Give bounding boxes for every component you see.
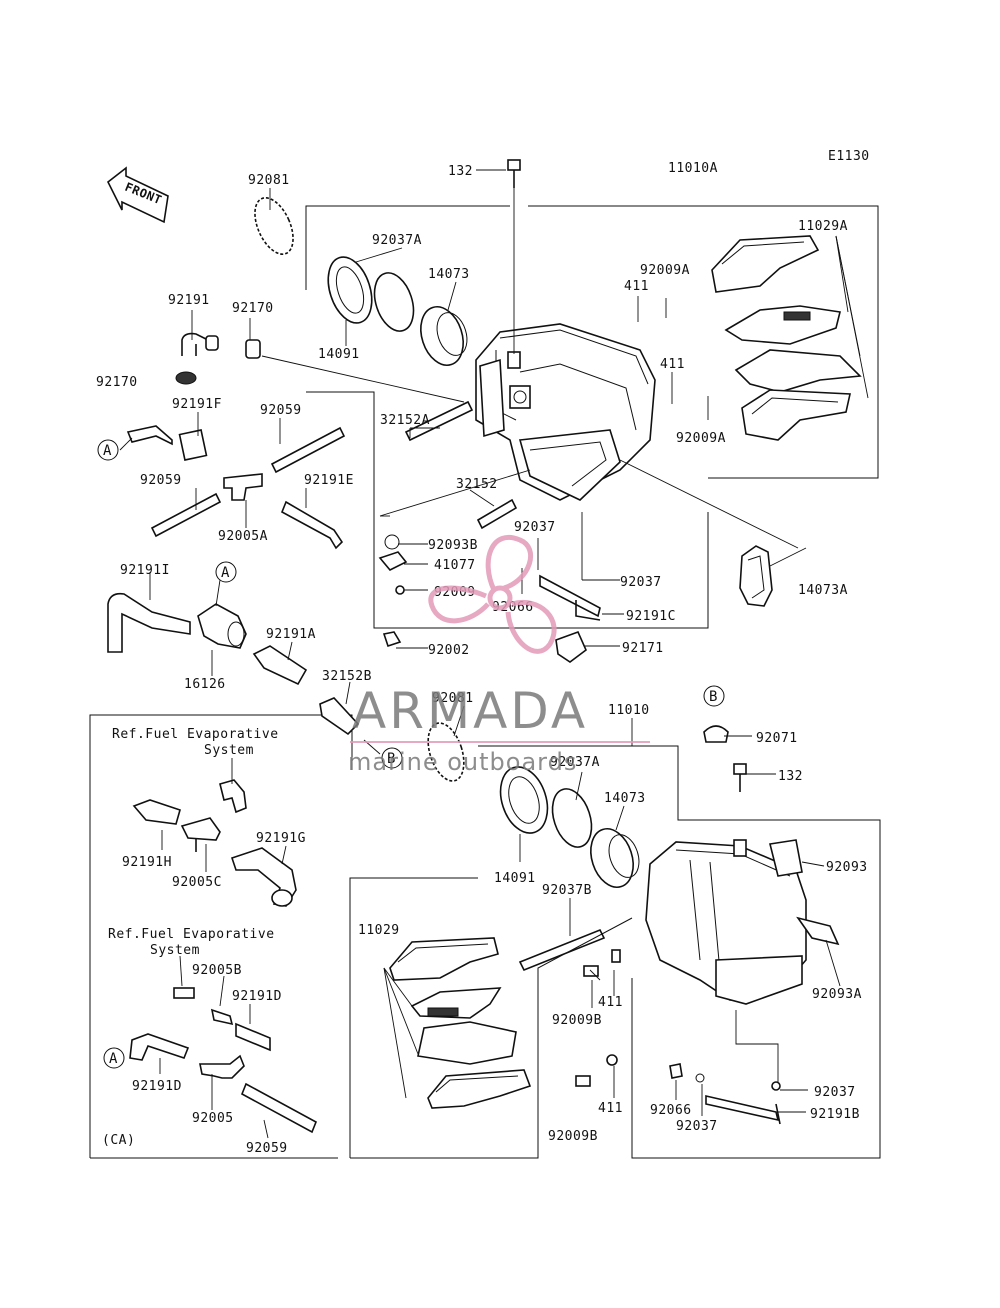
lower-air-box-housing [645, 839, 841, 1086]
note-fuel-evap-1-line1: Ref.Fuel Evaporative [112, 727, 279, 742]
callout-32152: 32152 [456, 477, 498, 492]
ref-marker-a2 [215, 561, 237, 583]
air-filter-stack-lower [383, 937, 532, 1109]
callout-411-2: 411 [660, 357, 685, 372]
callout-92037a-bottom: 92037A [550, 755, 600, 770]
callout-92071: 92071 [756, 731, 798, 746]
callout-92037-3: 92037 [814, 1085, 856, 1100]
callout-92005: 92005 [192, 1111, 234, 1126]
callout-92066-2: 92066 [650, 1103, 692, 1118]
callout-92093: 92093 [826, 860, 868, 875]
callout-labels: 132 11010A 92081 92037A 14073 14091 1102… [96, 161, 868, 1156]
parts-middle-left [107, 534, 601, 736]
callout-11010: 11010 [608, 703, 650, 718]
callout-92191h: 92191H [122, 855, 172, 870]
watermark-tagline: marine outboards [348, 748, 577, 776]
ref-b1: B [387, 751, 395, 767]
propeller-logo-icon [428, 535, 557, 654]
callout-92093a: 92093A [812, 987, 862, 1002]
callout-14091-top: 14091 [318, 347, 360, 362]
callout-411-3: 411 [598, 995, 623, 1010]
callout-92037-1: 92037 [514, 520, 556, 535]
callout-92170-a: 92170 [232, 301, 274, 316]
callout-92037b: 92037B [542, 883, 592, 898]
callout-411-1: 411 [624, 279, 649, 294]
gasket-14073a [739, 545, 807, 607]
notes: Ref.Fuel Evaporative System Ref.Fuel Eva… [108, 727, 279, 958]
callout-92005c: 92005C [172, 875, 222, 890]
callout-11029a: 11029A [798, 219, 848, 234]
callout-92005a: 92005A [218, 529, 268, 544]
callout-14073-top: 14073 [428, 267, 470, 282]
ref-a2: A [221, 565, 230, 581]
note-fuel-evap-1-line2: System [204, 743, 254, 758]
callout-92009a-1: 92009A [640, 263, 690, 278]
callout-132-bottom: 132 [778, 769, 803, 784]
note-fuel-evap-2-line2: System [150, 943, 200, 958]
callout-92037a-top: 92037A [372, 233, 422, 248]
parts-ca-box [129, 779, 318, 1134]
callout-92191g: 92191G [256, 831, 306, 846]
callout-14091-bottom: 14091 [494, 871, 536, 886]
callout-411-4: 411 [598, 1101, 623, 1116]
reference-markers: A A A B B [97, 439, 725, 1069]
air-filter-stack-upper [711, 235, 869, 441]
callout-92191d-1: 92191D [232, 989, 282, 1004]
callout-92009b-1: 92009B [552, 1013, 602, 1028]
callout-132-top: 132 [448, 164, 473, 179]
ref-marker-a3 [103, 1047, 125, 1069]
ref-a1: A [103, 443, 112, 459]
hoses-upper-left [126, 332, 518, 550]
front-arrow-icon: FRONT [106, 166, 169, 224]
callout-92081-bottom: 92081 [432, 691, 474, 706]
callout-16126: 16126 [184, 677, 226, 692]
callout-92191a: 92191A [266, 627, 316, 642]
callout-92059-c: 92059 [246, 1141, 288, 1156]
intake-parts-upper [254, 159, 521, 366]
callout-11029: 11029 [358, 923, 400, 938]
callout-92191: 92191 [168, 293, 210, 308]
callout-92009b-2: 92009B [548, 1129, 598, 1144]
callout-92059-a: 92059 [260, 403, 302, 418]
callout-92191d-2: 92191D [132, 1079, 182, 1094]
leader-lines [119, 169, 808, 1139]
callout-92009a-2: 92009A [676, 431, 726, 446]
callout-92037-4: 92037 [676, 1119, 718, 1134]
callout-92093b: 92093B [428, 538, 478, 553]
callout-92002: 92002 [428, 643, 470, 658]
intake-parts-lower [427, 722, 747, 888]
callout-ca: (CA) [102, 1133, 135, 1148]
callout-92081-top: 92081 [248, 173, 290, 188]
callout-92191i: 92191I [120, 563, 170, 578]
ref-b2: B [709, 689, 717, 705]
callout-41077: 41077 [434, 558, 476, 573]
callout-14073-bottom: 14073 [604, 791, 646, 806]
diagram-code: E1130 [828, 149, 870, 164]
callout-92037-2: 92037 [620, 575, 662, 590]
callout-92059-b: 92059 [140, 473, 182, 488]
ref-marker-b1 [381, 747, 403, 769]
callout-92171: 92171 [622, 641, 664, 656]
callout-92191e: 92191E [304, 473, 354, 488]
callout-92191f: 92191F [172, 397, 222, 412]
watermark-brand: ARMADA [352, 682, 588, 740]
armada-watermark: ARMADA marine outboards [348, 535, 650, 776]
callout-92170-b: 92170 [96, 375, 138, 390]
ref-marker-a1 [97, 439, 119, 461]
callout-11010a: 11010A [668, 161, 718, 176]
callout-92191b: 92191B [810, 1107, 860, 1122]
callout-14073a: 14073A [798, 583, 848, 598]
callout-32152a: 32152A [380, 413, 430, 428]
upper-assembly-frame [305, 205, 879, 629]
callout-32152b: 32152B [322, 669, 372, 684]
note-fuel-evap-2-line1: Ref.Fuel Evaporative [108, 927, 275, 942]
callout-92191c: 92191C [626, 609, 676, 624]
ref-marker-b2 [703, 685, 725, 707]
upper-air-box-housing [475, 323, 656, 501]
ref-a3: A [109, 1051, 118, 1067]
callout-92005b: 92005B [192, 963, 242, 978]
